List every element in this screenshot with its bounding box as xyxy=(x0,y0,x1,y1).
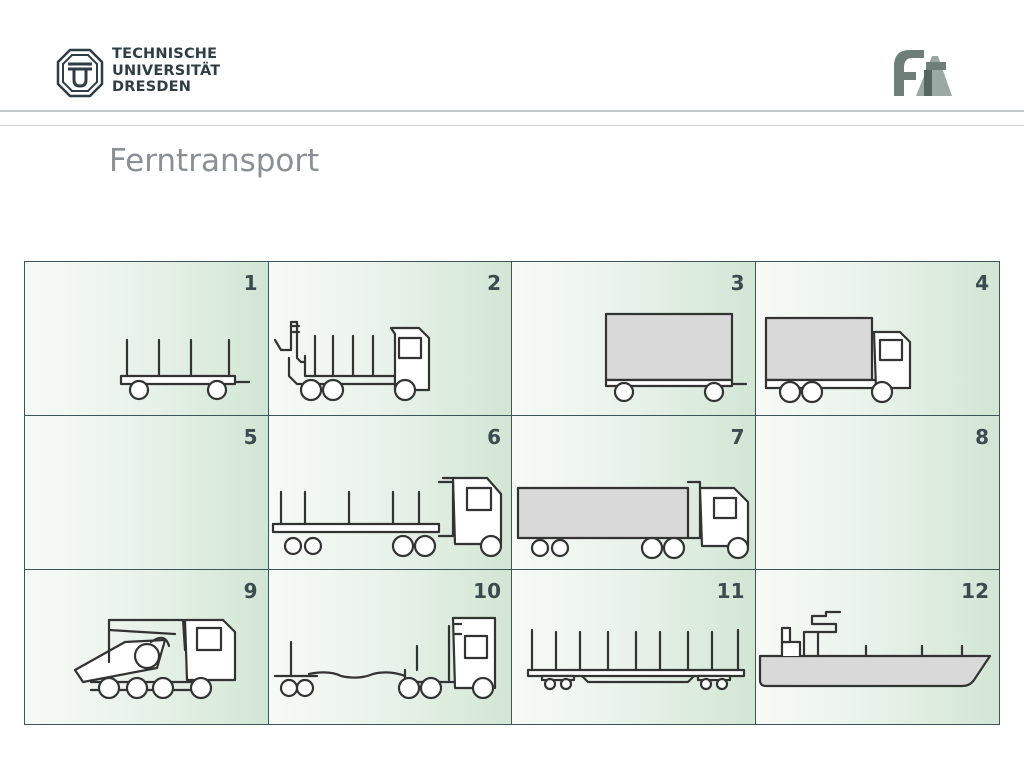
grid-cell-8: 8 xyxy=(755,416,999,570)
page-title: Ferntransport xyxy=(109,143,320,179)
grid-cell-5: 5 xyxy=(25,416,269,570)
university-line-1: TECHNISCHE xyxy=(112,46,218,62)
university-name: TECHNISCHE UNIVERSITÄT DRESDEN xyxy=(112,46,232,96)
cell-number: 11 xyxy=(716,579,745,603)
pole-trailer-truck-icon xyxy=(273,616,496,700)
grid-cell-4: 4 xyxy=(755,262,999,416)
box-trailer-icon xyxy=(604,312,748,403)
stake-trailer-icon xyxy=(119,338,251,401)
timber-truck-with-crane-icon xyxy=(273,320,430,402)
cell-number: 2 xyxy=(487,271,501,295)
cell-number: 6 xyxy=(487,425,501,449)
timber-semitrailer-icon xyxy=(271,476,502,558)
university-line-3: DRESDEN xyxy=(112,79,192,95)
tipper-truck-icon xyxy=(73,618,237,700)
grid-cell-9: 9 xyxy=(25,570,269,724)
header-rule-bottom xyxy=(0,125,1024,126)
grid-cell-10: 10 xyxy=(268,570,512,724)
cell-number: 1 xyxy=(243,271,258,295)
grid-cell-3: 3 xyxy=(512,262,756,416)
cell-number: 7 xyxy=(730,425,745,449)
ft-logo-icon xyxy=(894,50,952,96)
grid-cell-11: 11 xyxy=(512,570,756,724)
cell-number: 9 xyxy=(243,579,258,603)
grid-cell-2: 2 xyxy=(268,262,512,416)
cell-number: 8 xyxy=(975,425,989,449)
cell-number: 5 xyxy=(243,425,258,449)
cell-number: 3 xyxy=(730,271,745,295)
cargo-ship-icon xyxy=(758,610,991,688)
ft-logo xyxy=(886,44,956,100)
university-line-2: UNIVERSITÄT xyxy=(112,62,221,79)
tu-dresden-emblem-icon xyxy=(56,48,104,98)
grid-cell-7: 7 xyxy=(512,416,756,570)
grid-cell-6: 6 xyxy=(268,416,512,570)
transport-grid: 1 2 3 xyxy=(24,261,1000,725)
cell-number: 10 xyxy=(473,579,501,603)
tu-dresden-logo: TECHNISCHE UNIVERSITÄT DRESDEN xyxy=(56,46,226,100)
grid-cell-12: 12 xyxy=(755,570,999,724)
box-semitrailer-icon xyxy=(516,480,750,560)
cell-number: 12 xyxy=(961,579,989,603)
box-truck-icon xyxy=(764,316,911,404)
timber-rail-wagon-icon xyxy=(526,628,746,691)
cell-number: 4 xyxy=(975,271,989,295)
header-rule-top xyxy=(0,110,1024,112)
grid-cell-1: 1 xyxy=(25,262,269,416)
